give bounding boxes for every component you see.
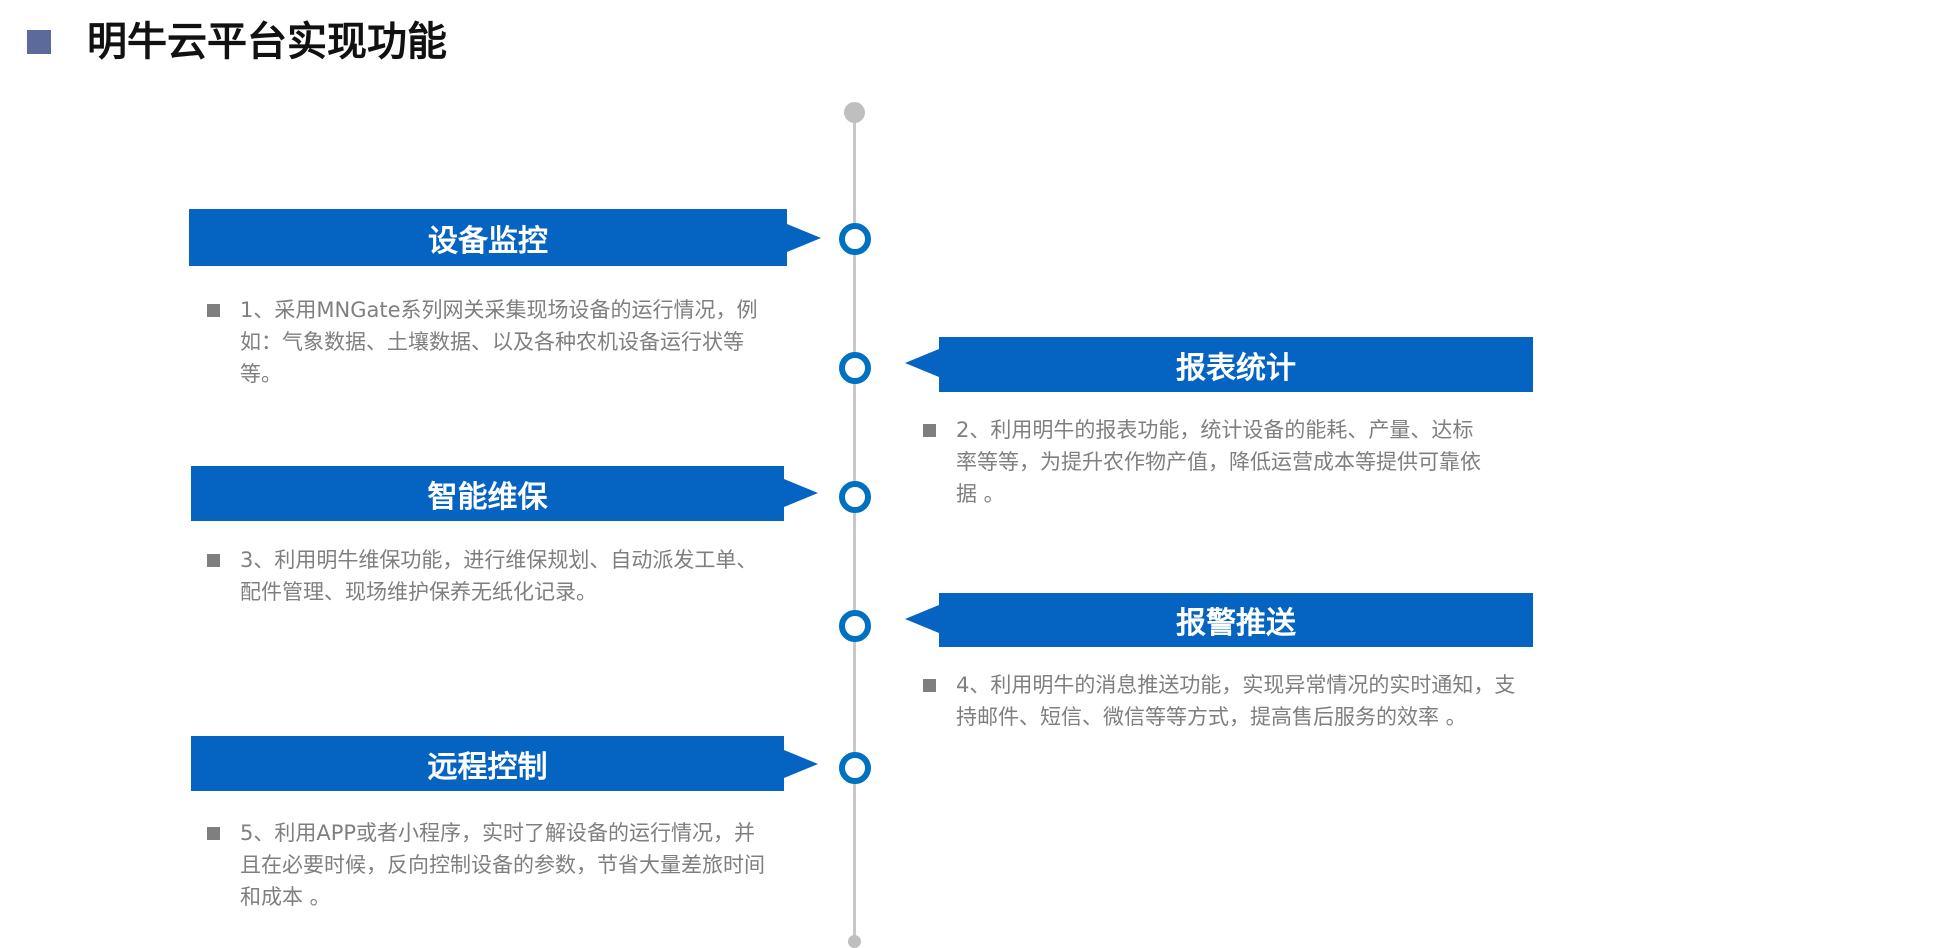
description-1: 1、采用MNGate系列网关采集现场设备的运行情况，例如：气象数据、土壤数据、以… (240, 298, 758, 386)
banner-label: 远程控制 (427, 749, 548, 785)
timeline-node-3 (839, 481, 871, 513)
banner-pointer (787, 224, 821, 252)
banner-label: 智能维保 (427, 479, 548, 515)
banner-remote-control: 远程控制 (191, 736, 784, 791)
description-4: 4、利用明牛的消息推送功能，实现异常情况的实时通知，支持邮件、短信、微信等等方式… (956, 673, 1516, 729)
page-title: 明牛云平台实现功能 (87, 19, 447, 65)
banner-pointer (784, 479, 818, 507)
bullet-square (207, 304, 220, 317)
timeline-node-4 (839, 610, 871, 642)
bullet-square (207, 554, 220, 567)
description-2: 2、利用明牛的报表功能，统计设备的能耗、产量、达标率等等，为提升农作物产值，降低… (956, 418, 1481, 506)
timeline-line (853, 112, 856, 942)
banner-pointer (905, 605, 939, 633)
banner-report-statistics: 报表统计 (939, 337, 1533, 392)
timeline-node-1 (839, 223, 871, 255)
title-bullet-square (27, 30, 51, 54)
description-5: 5、利用APP或者小程序，实时了解设备的运行情况，并且在必要时候，反向控制设备的… (240, 821, 765, 909)
timeline-end-dot (848, 935, 861, 948)
description-3: 3、利用明牛维保功能，进行维保规划、自动派发工单、配件管理、现场维护保养无纸化记… (240, 548, 758, 604)
timeline-node-2 (839, 352, 871, 384)
banner-smart-maintenance: 智能维保 (191, 466, 784, 521)
banner-label: 报表统计 (1176, 350, 1296, 386)
bullet-square (923, 424, 936, 437)
timeline-node-5 (839, 752, 871, 784)
banner-device-monitoring: 设备监控 (189, 209, 787, 266)
banner-label: 报警推送 (1176, 606, 1296, 641)
banner-alarm-push: 报警推送 (939, 593, 1533, 647)
bullet-square (207, 827, 220, 840)
bullet-square (923, 679, 936, 692)
banner-pointer (905, 349, 939, 377)
banner-pointer (784, 750, 818, 778)
banner-label: 设备监控 (428, 223, 548, 259)
timeline-start-dot (844, 102, 865, 123)
